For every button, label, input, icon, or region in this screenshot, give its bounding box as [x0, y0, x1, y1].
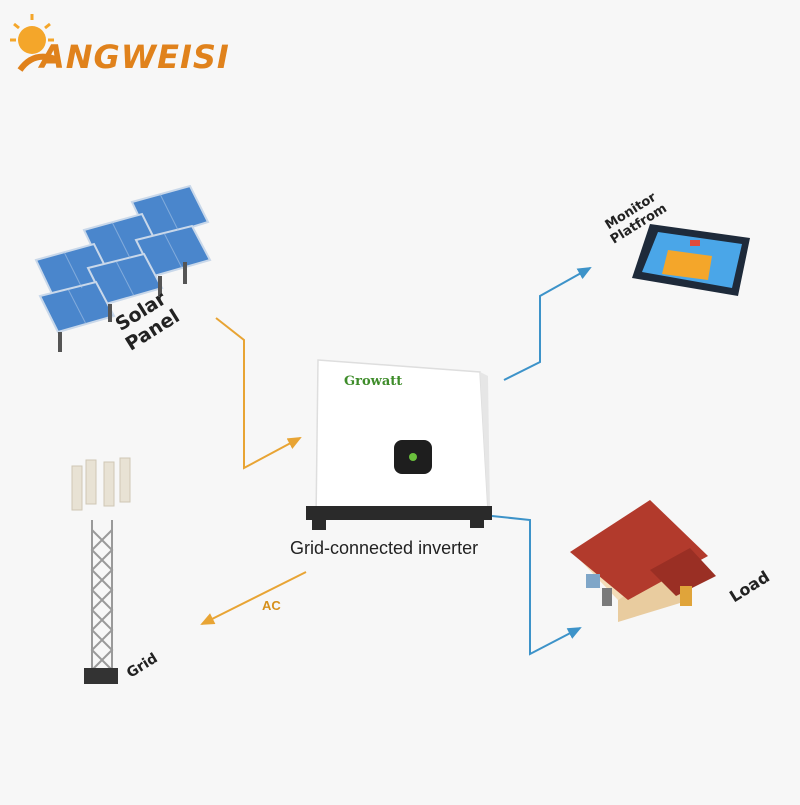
inverter-icon	[306, 359, 492, 530]
logo-text: ANGWEISI	[40, 38, 230, 76]
ac-label: AC	[262, 598, 281, 613]
ac-line-inverter-to-load	[491, 515, 582, 656]
dc-line-solar-to-inverter	[215, 317, 302, 470]
ac-line-inverter-to-grid	[200, 571, 307, 625]
inverter-brand-label: Growatt	[344, 374, 403, 389]
inverter-label: Grid-connected inverter	[290, 538, 479, 558]
data-line-inverter-to-monitor	[503, 267, 592, 381]
solar-panel-icon	[34, 184, 212, 352]
sun-logo-icon	[10, 14, 60, 72]
grid-tower-icon	[71, 457, 131, 684]
house-icon	[570, 500, 716, 622]
phone-icon	[632, 224, 750, 296]
